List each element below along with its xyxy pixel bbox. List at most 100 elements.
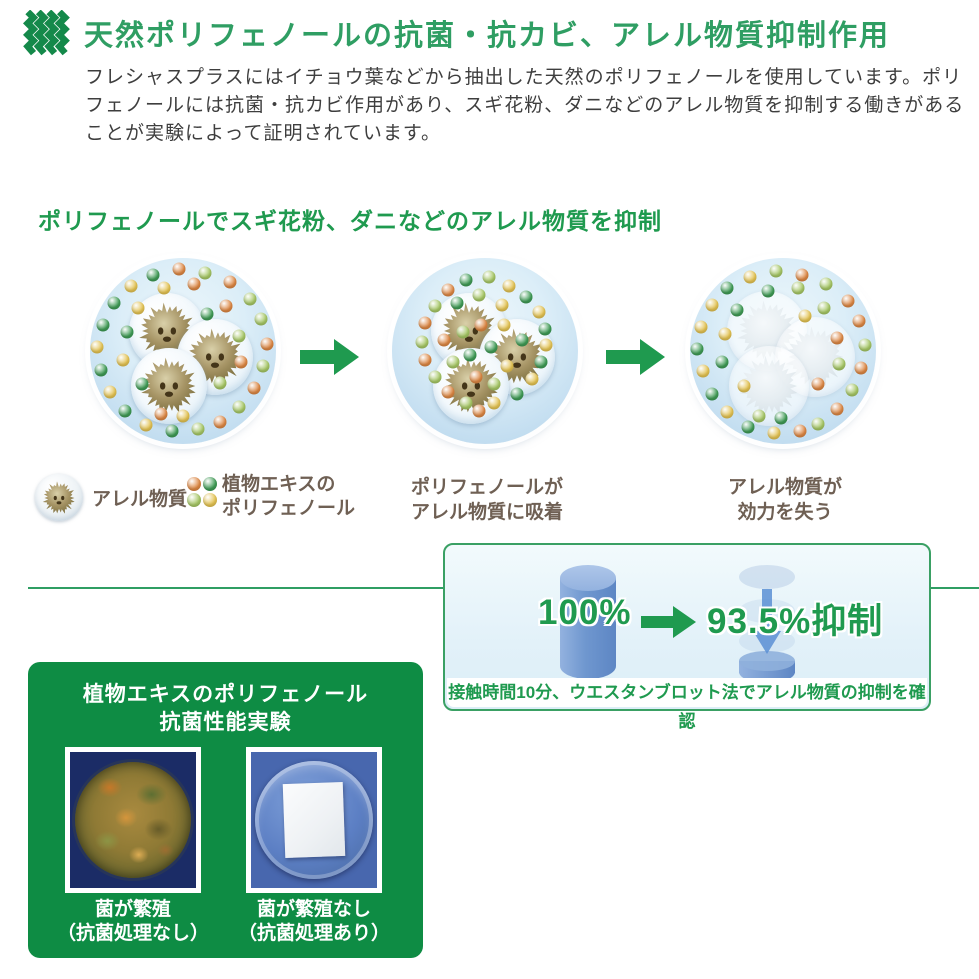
faded-allergen-bubble [729, 346, 809, 426]
polyphenol-dot [495, 298, 509, 311]
polyphenol-dot [176, 409, 190, 423]
polyphenol-dot [811, 417, 825, 431]
polyphenol-dot [817, 301, 831, 315]
polyphenol-dot [705, 298, 719, 311]
polyphenol-dot [118, 404, 132, 418]
polyphenol-dot [243, 292, 257, 306]
polyphenol-dot [696, 364, 710, 378]
polyphenol-dot [116, 353, 130, 367]
polyphenol-dot [525, 372, 538, 386]
allergen-icon [42, 480, 75, 514]
allergen-icon [443, 357, 498, 413]
page-title: 天然ポリフェノールの抗菌・抗カビ、アレル物質抑制作用 [84, 20, 891, 52]
filter-sheet [282, 781, 346, 859]
polyphenol-dot [234, 355, 248, 369]
polyphenol-dot [852, 314, 866, 328]
polyphenol-dot [854, 361, 868, 375]
polyphenol-dot [135, 377, 149, 391]
polyphenol-dot [793, 424, 807, 438]
polyphenol-dot [694, 320, 708, 334]
polyphenol-dot [791, 281, 805, 295]
polyphenol-dot [472, 288, 486, 302]
polyphenol-dot [705, 387, 719, 401]
polyphenol-dot [223, 275, 236, 289]
polyphenol-dot [94, 363, 108, 377]
polyphenol-dot [819, 277, 833, 291]
polyphenol-dot [538, 322, 552, 336]
antibacterial-experiment-box: 植物エキスのポリフェノール 抗菌性能実験 菌が繁殖 （抗菌処理なし） 菌が繁殖な… [28, 662, 423, 958]
faded-allergen-icon [739, 355, 798, 415]
flow-arrow-icon [300, 339, 359, 375]
polyphenol-dot [463, 348, 477, 362]
result-arrow-icon [641, 606, 696, 638]
intro-paragraph: フレシャスプラスにはイチョウ葉などから抽出した天然のポリフェノールを使用していま… [85, 67, 965, 144]
polyphenol-dot [446, 355, 460, 369]
polyphenol-dot [256, 359, 270, 373]
polyphenol-dot [761, 284, 775, 298]
polyphenol-dot [90, 340, 104, 354]
polyphenol-dot [232, 400, 246, 414]
polyphenol-dot [107, 296, 121, 310]
polyphenol-dot [146, 268, 160, 282]
legend-allergen-label: アレル物質 [92, 489, 188, 510]
polyphenol-dot [500, 359, 514, 373]
step2-caption: ポリフェノールが アレル物質に吸着 [410, 477, 563, 523]
polyphenol-dot [428, 299, 442, 313]
petri-dish-treated-photo [246, 747, 382, 893]
reduced-cylinder-graphic [739, 565, 795, 683]
allergen-pool-step2 [392, 258, 578, 444]
treated-caption: 菌が繁殖なし （抗菌処理あり） [237, 899, 390, 944]
polyphenol-dot [200, 307, 214, 321]
down-arrow-icon [753, 589, 781, 654]
suppression-result-box: 100% 93.5%抑制 接触時間10分、ウエスタンブロット法でアレル物質の抑制… [443, 543, 931, 731]
polyphenol-dot [191, 422, 205, 436]
suppression-note: 接触時間10分、ウエスタンブロット法でアレル物質の抑制を確認 [447, 678, 927, 731]
polyphenol-dot [715, 355, 729, 369]
polyphenol-dot [219, 299, 233, 313]
polyphenol-dot [165, 424, 179, 438]
allergen-icon [141, 357, 196, 413]
polyphenol-dot [774, 411, 788, 425]
polyphenol-dot [154, 407, 168, 421]
untreated-caption: 菌が繁殖 （抗菌処理なし） [56, 899, 209, 944]
polyphenol-dot [510, 387, 524, 401]
polyphenol-dot [515, 333, 529, 347]
polyphenol-dot [743, 270, 757, 284]
clear-dish [255, 761, 373, 879]
polyphenol-dot [247, 381, 261, 395]
polyphenol-dot [437, 333, 451, 347]
polyphenol-dot [690, 342, 704, 356]
before-value: 100% [538, 593, 632, 632]
polyphenol-dot [841, 294, 855, 308]
polyphenol-dot [737, 379, 751, 393]
polyphenol-dot [198, 266, 212, 280]
polyphenol-dot [752, 409, 766, 423]
polyphenol-dot [532, 305, 546, 319]
polyphenol-dot [213, 376, 227, 390]
polyphenol-dot [767, 426, 781, 440]
polyphenol-dot [534, 355, 548, 369]
polyphenol-dot [96, 318, 110, 332]
full-cylinder-graphic [560, 565, 616, 679]
polyphenol-dot [415, 335, 429, 349]
polyphenol-dot [456, 325, 470, 339]
legend-polyphenol-dots-icon [187, 477, 218, 507]
polyphenol-dot [830, 402, 844, 416]
polyphenol-dot [157, 281, 171, 295]
polyphenol-dot [519, 290, 533, 304]
step3-caption: アレル物質が 効力を失う [727, 477, 842, 523]
polyphenol-dot [103, 385, 117, 399]
polyphenol-dot [539, 338, 553, 352]
allergen-pool-step1 [90, 258, 276, 444]
polyphenol-dot [487, 396, 501, 410]
petri-dish-untreated-photo [65, 747, 201, 893]
polyphenol-dot [830, 331, 844, 345]
polyphenol-dot [418, 353, 432, 367]
legend-polyphenol-label: 植物エキスの ポリフェノール [222, 474, 356, 519]
polyphenol-dot [441, 283, 455, 297]
polyphenol-dot [798, 309, 812, 323]
polyphenol-dot [441, 385, 455, 399]
polyphenol-dot [472, 404, 486, 418]
polyphenol-dot [459, 396, 473, 410]
